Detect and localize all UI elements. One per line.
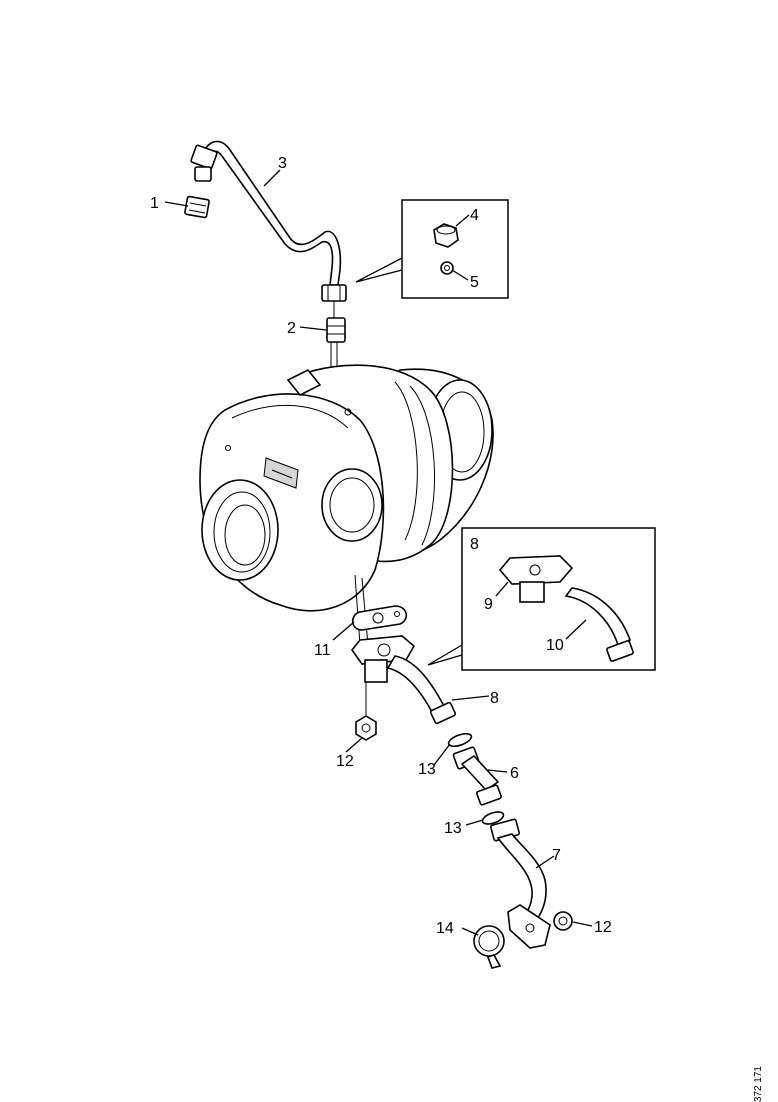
clamp-part-14	[473, 925, 505, 969]
label-part-1: 1	[150, 195, 159, 212]
label-part-5: 5	[470, 274, 479, 291]
label-part-14: 14	[436, 920, 454, 937]
pipe-end-fitting-top	[190, 144, 218, 182]
label-part-8-inset: 8	[470, 536, 479, 553]
oil-supply-pipe	[199, 140, 342, 286]
label-part-13-upper: 13	[418, 761, 436, 778]
pipe-part-7	[490, 818, 551, 949]
label-part-9: 9	[484, 596, 493, 613]
label-part-10: 10	[546, 637, 564, 654]
hose-part-6	[452, 746, 502, 806]
label-part-11: 11	[314, 642, 331, 659]
union-fitting-part-1	[184, 195, 210, 219]
label-part-12-right: 12	[594, 919, 612, 936]
seal-ring-part-13-upper	[447, 732, 473, 748]
label-part-7: 7	[552, 847, 561, 864]
turbocharger-body	[199, 364, 494, 612]
connection-line	[354, 574, 361, 646]
label-part-8: 8	[490, 690, 499, 707]
pipe-nut-lower	[321, 284, 347, 302]
label-part-13-lower: 13	[444, 820, 462, 837]
label-part-4: 4	[470, 207, 479, 224]
seal-ring-part-13-lower	[481, 811, 505, 825]
drain-pipe-part-8	[350, 635, 457, 725]
label-part-6: 6	[510, 765, 519, 782]
reference-code: 372 171	[753, 1066, 764, 1102]
label-part-2: 2	[287, 320, 296, 337]
label-part-12-left: 12	[336, 753, 354, 770]
inset-box-alternative-drain	[427, 527, 656, 671]
nut-part-12-left	[355, 715, 377, 741]
gasket-part-11	[351, 605, 408, 631]
nut-part-12-right	[553, 911, 573, 931]
label-part-3: 3	[278, 155, 287, 172]
banjo-fitting-part-2	[326, 317, 346, 343]
inset-box-nut-washer	[355, 199, 509, 299]
leader-lines	[164, 169, 593, 936]
